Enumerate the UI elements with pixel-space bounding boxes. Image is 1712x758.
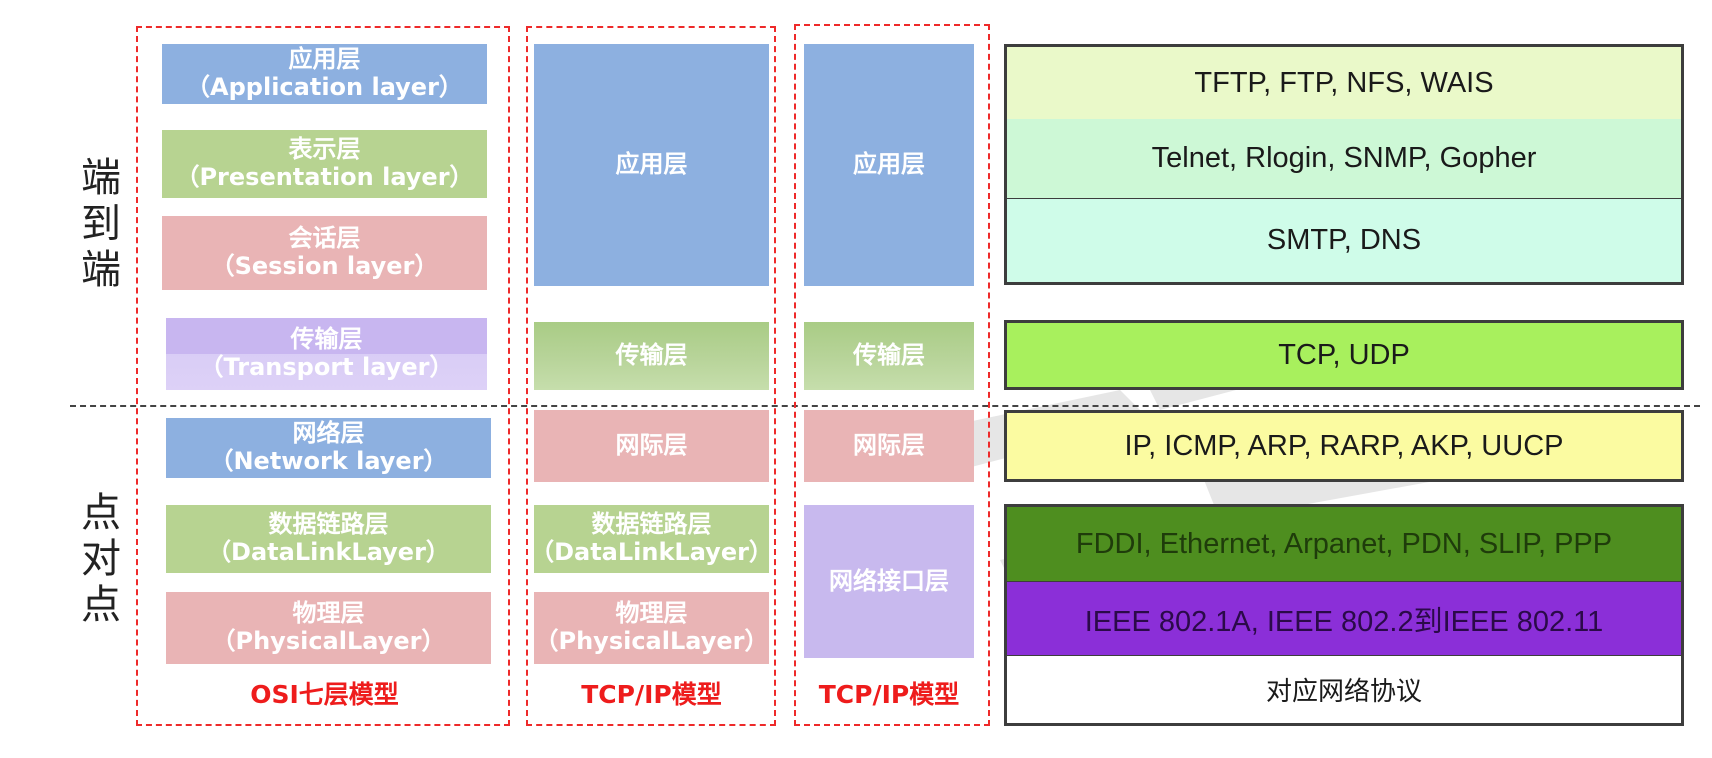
tcpip1-caption: TCP/IP模型 bbox=[581, 680, 722, 709]
point-to-point-char-2: 对 bbox=[81, 536, 121, 582]
tcpip-model-frame-1 bbox=[526, 26, 776, 726]
osi-presentation-layer: 表示层 （Presentation layer） bbox=[162, 130, 487, 198]
osi-layer-english: （Transport layer） bbox=[199, 353, 454, 381]
point-to-point-char-3: 点 bbox=[81, 582, 121, 628]
tcpip2-network-interface-layer: 网络接口层 bbox=[804, 505, 974, 658]
protocol-text: Telnet, Rlogin, SNMP, Gopher bbox=[1151, 142, 1537, 174]
tcpip1-internet-layer: 网际层 bbox=[534, 410, 769, 482]
osi-layer-english: （DataLinkLayer） bbox=[207, 538, 450, 566]
tcpip1-layer-english: （PhysicalLayer） bbox=[534, 627, 769, 655]
tcpip-model-frame-2 bbox=[794, 24, 990, 726]
tcpip1-layer-name: 应用层 bbox=[615, 150, 688, 179]
point-to-point-label: 点 对 点 bbox=[76, 490, 126, 628]
protocol-row-application-2: Telnet, Rlogin, SNMP, Gopher bbox=[1004, 119, 1684, 201]
osi-session-layer: 会话层 （Session layer） bbox=[162, 216, 487, 290]
osi-layer-name: 网络层 bbox=[292, 419, 365, 448]
tcpip2-layer-name: 应用层 bbox=[853, 150, 925, 179]
osi-layer-name: 数据链路层 bbox=[268, 510, 389, 539]
osi-caption: OSI七层模型 bbox=[250, 680, 399, 709]
osi-layer-english: （Presentation layer） bbox=[175, 163, 474, 191]
protocol-text: 对应网络协议 bbox=[1265, 677, 1422, 707]
protocol-row-datalink: FDDI, Ethernet, Arpanet, PDN, SLIP, PPP bbox=[1004, 504, 1684, 584]
end-to-end-char-3: 端 bbox=[81, 247, 121, 293]
tcpip1-transport-layer: 传输层 bbox=[534, 322, 769, 390]
protocol-row-application-1: TFTP, FTP, NFS, WAIS bbox=[1004, 44, 1684, 122]
osi-model-frame bbox=[136, 26, 510, 726]
tcpip2-transport-layer: 传输层 bbox=[804, 322, 974, 390]
osi-layer-name: 物理层 bbox=[292, 599, 365, 628]
end-to-end-char-1: 端 bbox=[81, 155, 121, 201]
osi-application-layer: 应用层 （Application layer） bbox=[162, 44, 487, 104]
osi-layer-english: （Network layer） bbox=[209, 447, 448, 475]
protocol-text: SMTP, DNS bbox=[1266, 224, 1422, 256]
tcpip1-layer-english: （DataLinkLayer） bbox=[530, 538, 773, 566]
osi-transport-layer: 传输层 （Transport layer） bbox=[166, 318, 487, 390]
osi-layer-name: 会话层 bbox=[288, 224, 361, 253]
osi-layer-name: 应用层 bbox=[288, 45, 361, 74]
osi-layer-english: （Session layer） bbox=[210, 252, 439, 280]
osi-datalink-layer: 数据链路层 （DataLinkLayer） bbox=[166, 505, 491, 573]
tcpip1-layer-name: 物理层 bbox=[615, 599, 688, 628]
tcpip1-application-layer: 应用层 bbox=[534, 44, 769, 286]
protocol-row-internet: IP, ICMP, ARP, RARP, AKP, UUCP bbox=[1004, 410, 1684, 482]
osi-layer-english: （Application layer） bbox=[186, 73, 463, 101]
protocol-row-application-3: SMTP, DNS bbox=[1004, 199, 1684, 285]
osi-layer-english: （PhysicalLayer） bbox=[211, 627, 446, 655]
end-to-end-char-2: 到 bbox=[81, 201, 121, 247]
tcpip2-layer-name: 网络接口层 bbox=[829, 566, 949, 595]
tcpip1-layer-name: 传输层 bbox=[615, 341, 688, 370]
osi-layer-name: 表示层 bbox=[288, 135, 361, 164]
protocol-row-caption: 对应网络协议 bbox=[1004, 656, 1684, 726]
protocol-text: IEEE 802.1A, IEEE 802.2到IEEE 802.11 bbox=[1084, 605, 1604, 638]
protocol-row-physical: IEEE 802.1A, IEEE 802.2到IEEE 802.11 bbox=[1004, 582, 1684, 658]
protocol-text: IP, ICMP, ARP, RARP, AKP, UUCP bbox=[1124, 429, 1564, 462]
protocol-row-transport: TCP, UDP bbox=[1004, 320, 1684, 390]
tcpip2-layer-name: 传输层 bbox=[853, 341, 925, 370]
protocol-text: TFTP, FTP, NFS, WAIS bbox=[1194, 66, 1494, 99]
osi-physical-layer: 物理层 （PhysicalLayer） bbox=[166, 592, 491, 664]
tcpip2-caption: TCP/IP模型 bbox=[818, 680, 960, 709]
tcpip2-layer-name: 网际层 bbox=[853, 431, 925, 460]
tcpip1-datalink-layer: 数据链路层 （DataLinkLayer） bbox=[530, 505, 773, 573]
section-divider bbox=[70, 405, 1700, 407]
point-to-point-char-1: 点 bbox=[81, 490, 121, 536]
protocol-text: TCP, UDP bbox=[1278, 338, 1410, 371]
protocol-text: FDDI, Ethernet, Arpanet, PDN, SLIP, PPP bbox=[1075, 527, 1613, 560]
tcpip2-internet-layer: 网际层 bbox=[804, 410, 974, 482]
osi-layer-name: 传输层 bbox=[290, 325, 363, 354]
tcpip2-application-layer: 应用层 bbox=[804, 44, 974, 286]
end-to-end-label: 端 到 端 bbox=[76, 155, 126, 293]
tcpip1-layer-name: 网际层 bbox=[615, 431, 688, 460]
tcpip1-layer-name: 数据链路层 bbox=[591, 510, 712, 539]
osi-network-layer: 网络层 （Network layer） bbox=[166, 418, 491, 478]
tcpip1-physical-layer: 物理层 （PhysicalLayer） bbox=[534, 592, 769, 664]
